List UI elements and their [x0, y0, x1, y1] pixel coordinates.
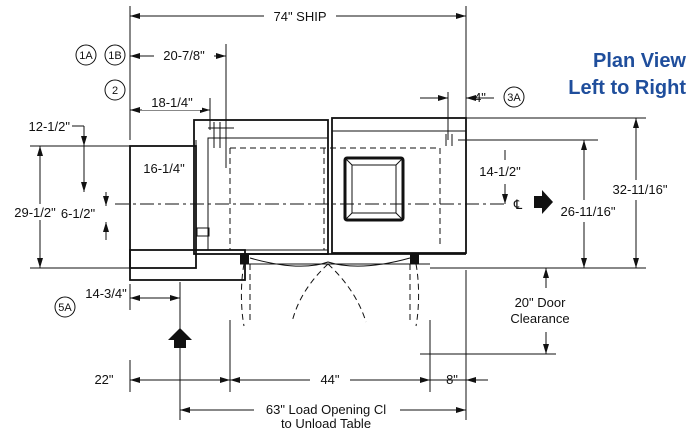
arrow: [81, 182, 87, 192]
dim-ship: 74" SHIP: [273, 9, 326, 24]
door-swing: [291, 263, 329, 323]
arrow: [543, 268, 549, 278]
callout-2: 2: [112, 85, 118, 97]
dim-44: 44": [320, 372, 339, 387]
arrow: [420, 377, 430, 383]
callout-5a-bubble: [54, 296, 76, 318]
dim-20-7-8: 20-7/8": [163, 48, 205, 63]
label-bg: [254, 401, 400, 430]
callout-5a: 5A: [58, 302, 72, 314]
dim-29-1-2: 29-1/2": [14, 205, 56, 220]
door-swing: [327, 263, 367, 323]
label-bg: [154, 48, 214, 63]
left-base: [129, 249, 246, 281]
arrow: [103, 196, 109, 206]
arrow: [81, 136, 87, 146]
dim-18-1-4: 18-1/4": [151, 95, 193, 110]
right-unit: [331, 117, 467, 254]
arrow: [633, 258, 639, 268]
window-corner: [344, 212, 353, 221]
window-corner: [395, 157, 404, 166]
track-block: [410, 254, 419, 264]
arrow: [200, 107, 210, 113]
arrow: [502, 194, 508, 204]
title-line-1: Plan View: [593, 50, 686, 72]
door-swing: [415, 263, 420, 327]
dim-12-1-2: 12-1/2": [29, 119, 71, 134]
dim-26-11-16: 26-11/16": [561, 204, 616, 219]
centerline-symbol: ℄: [513, 197, 523, 212]
track-block: [240, 254, 249, 264]
arrow: [130, 377, 140, 383]
arrow: [230, 377, 240, 383]
arrow: [37, 146, 43, 156]
arrow: [633, 118, 639, 128]
arrow: [103, 222, 109, 232]
arrow: [438, 95, 448, 101]
callout-1b: 1B: [108, 50, 121, 62]
left-cabinet: [129, 145, 197, 269]
arrow: [130, 295, 140, 301]
arrow: [543, 344, 549, 354]
arrow: [37, 258, 43, 268]
dim-32-11-16: 32-11/16": [613, 182, 668, 197]
dim-14-3-4: 14-3/4": [85, 286, 127, 301]
door-clearance-label-1: 20" Door: [515, 295, 567, 310]
load-opening-label-1: 63" Load Opening Cl: [266, 402, 386, 417]
arrow: [466, 95, 476, 101]
dim-4: 4": [474, 90, 486, 105]
window-corner: [395, 212, 404, 221]
callout-2-bubble: [104, 79, 126, 101]
middle-inner: [207, 137, 329, 251]
arrow: [581, 140, 587, 150]
callout-3a: 3A: [507, 92, 521, 104]
window-frame: [343, 156, 405, 222]
dim-16-1-4: 16-1/4": [143, 161, 185, 176]
dim-22: 22": [94, 372, 113, 387]
dim-6-1-2: 6-1/2": [61, 206, 96, 221]
flow-arrow-right-icon: [534, 190, 553, 214]
arrow: [180, 407, 190, 413]
arrow: [220, 377, 230, 383]
arrow: [216, 53, 226, 59]
door-track-curve: [249, 257, 411, 267]
window-glass: [351, 164, 397, 214]
callout-1a: 1A: [79, 50, 93, 62]
arrow-right: [456, 13, 466, 19]
label-bg: [310, 372, 350, 388]
arrow: [456, 407, 466, 413]
door-clearance-label-2: Clearance: [510, 311, 569, 326]
dim-14-1-2: 14-1/2": [479, 164, 521, 179]
arrow: [130, 53, 140, 59]
arrow: [170, 295, 180, 301]
arrow: [130, 107, 140, 113]
middle-latch: [196, 227, 210, 237]
arrow-left: [130, 13, 140, 19]
callout-3a-bubble: [503, 86, 525, 108]
window-corner: [344, 157, 353, 166]
label-bg: [142, 95, 202, 110]
callout-1a-bubble: [75, 44, 97, 66]
callout-1b-bubble: [104, 44, 126, 66]
load-opening-label-2: to Unload Table: [281, 416, 371, 430]
label-bg: [264, 8, 336, 24]
dashed-outline: [230, 147, 441, 248]
label-bg: [4, 204, 66, 220]
door-swing: [240, 263, 245, 327]
arrow: [581, 258, 587, 268]
title-line-2: Left to Right: [568, 77, 686, 99]
dim-8: 8": [446, 372, 458, 387]
